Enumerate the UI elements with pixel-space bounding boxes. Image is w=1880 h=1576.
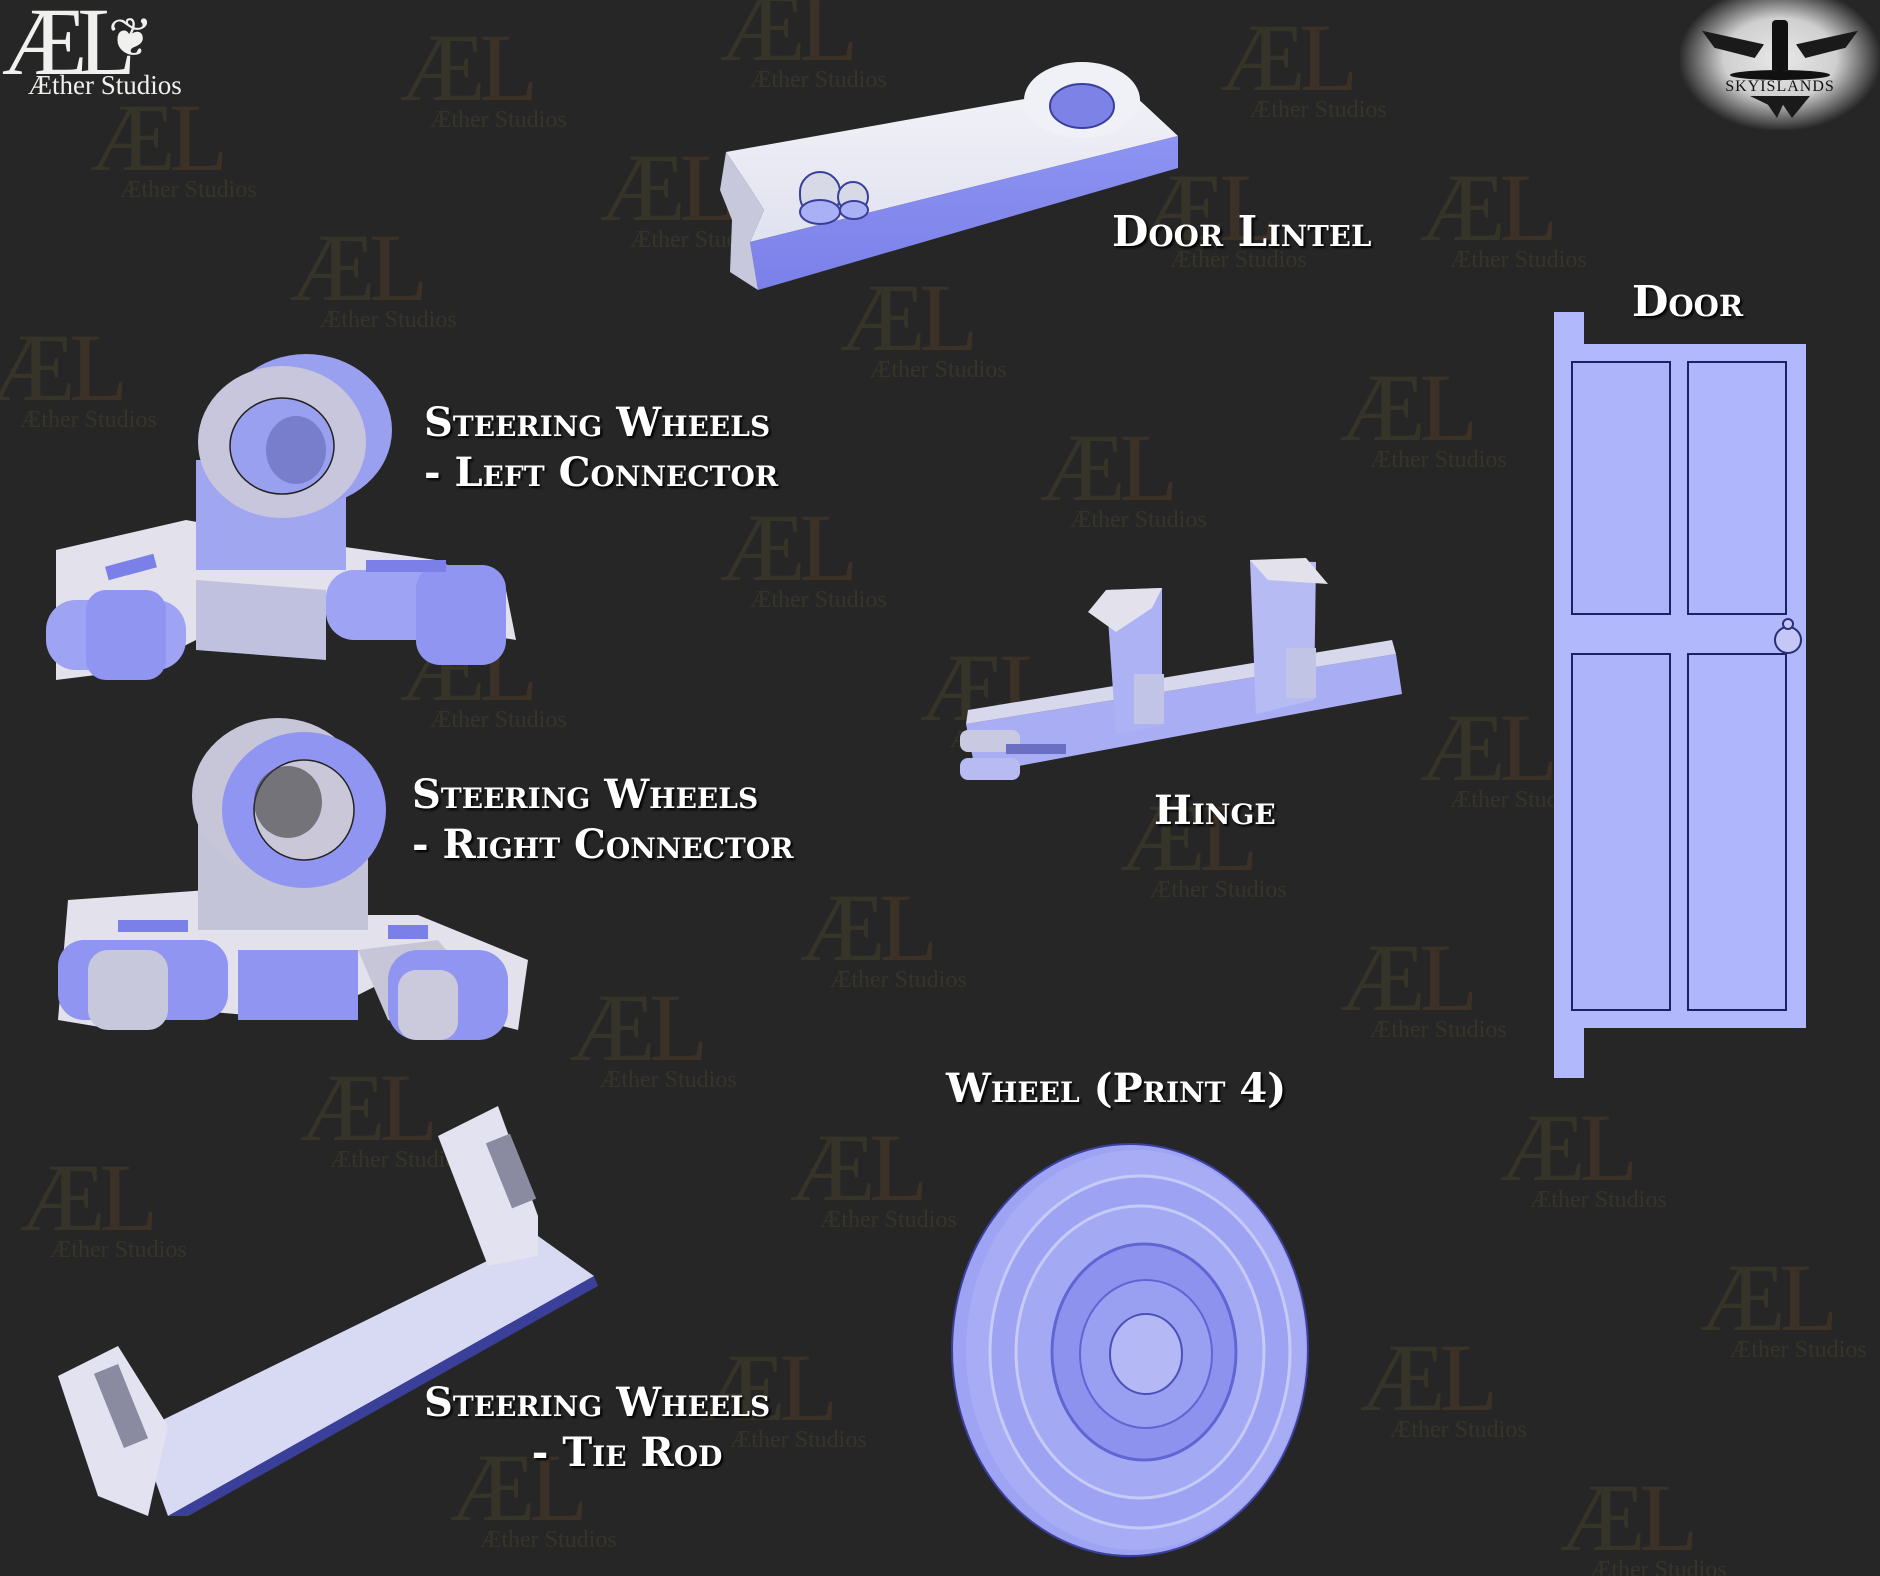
floating-island-icon	[1730, 70, 1830, 80]
flourish-icon: ❦	[108, 6, 154, 69]
right-connector-model	[58, 710, 538, 1050]
series-name: SKYISLANDS	[1725, 78, 1835, 95]
label-tie-rod: Steering Wheels - Tie Rod	[424, 1379, 771, 1476]
tie-rod-model	[58, 1096, 598, 1516]
label-door: Door	[1632, 277, 1744, 326]
aether-studios-logo: ÆL ❦ Æther Studios	[0, 0, 200, 100]
wheel-model	[950, 1140, 1320, 1560]
door-lintel-model	[720, 60, 1180, 300]
studio-name: Æther Studios	[28, 70, 182, 100]
left-connector-model	[46, 350, 526, 700]
ae-monogram: ÆL	[2, 0, 136, 95]
skyislands-logo: SKYISLANDS	[1680, 0, 1880, 130]
label-door-lintel: Door Lintel	[1112, 207, 1372, 256]
label-hinge: Hinge	[1154, 787, 1276, 834]
pegasus-right-icon	[1796, 30, 1858, 58]
pegasus-left-icon	[1702, 30, 1764, 58]
door-model	[1552, 312, 1812, 1082]
label-right-connector: Steering Wheels - Right Connector	[412, 771, 794, 868]
label-left-connector: Steering Wheels - Left Connector	[424, 399, 779, 496]
hinge-model	[956, 544, 1406, 804]
lighthouse-icon	[1772, 20, 1788, 70]
label-wheel: Wheel (Print 4)	[946, 1065, 1287, 1112]
island-roots-icon	[1750, 96, 1810, 118]
door-handle-icon	[1774, 626, 1802, 654]
